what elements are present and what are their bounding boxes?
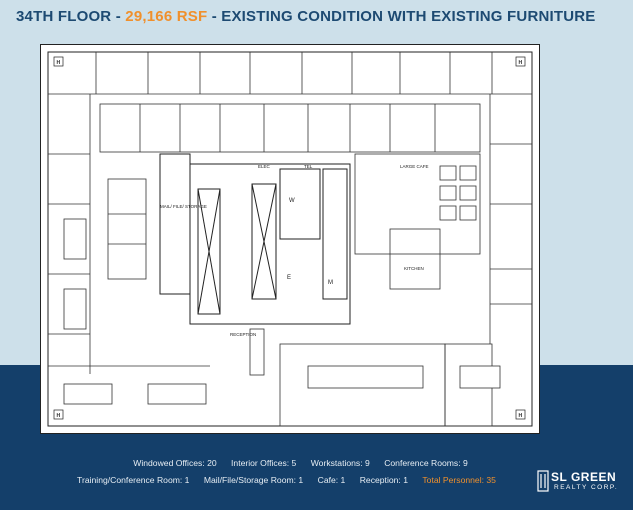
column-marker-label: H <box>57 60 61 66</box>
column-markers: H H H H <box>53 56 526 420</box>
cafe-area <box>354 153 481 290</box>
logo-mark-icon <box>537 470 549 492</box>
label-reception: RECEPTION <box>230 332 256 337</box>
label-mail-file-storage: MAIL/ FILE/ STORAGE <box>160 204 207 209</box>
column-marker-label: H <box>57 413 61 419</box>
north-offices <box>48 52 532 95</box>
floor-plan-drawing: H H H H MAIL/ FILE/ STORAGE LARGE CAFE K… <box>39 43 541 435</box>
title-condition: EXISTING CONDITION WITH EXISTING FURNITU… <box>221 8 596 25</box>
floor-plan: H H H H MAIL/ FILE/ STORAGE LARGE CAFE K… <box>39 43 541 435</box>
stat-mail-file-storage: Mail/File/Storage Room: 1 <box>203 475 304 485</box>
stat-training-conference: Training/Conference Room: 1 <box>77 475 190 485</box>
title-floor: 34TH FLOOR <box>16 8 112 25</box>
room-labels: MAIL/ FILE/ STORAGE LARGE CAFE KITCHEN R… <box>160 164 429 337</box>
stat-workstations: Workstations: 9 <box>310 458 370 468</box>
training-room <box>279 343 501 427</box>
column-marker-label: H <box>519 413 523 419</box>
label-kitchen: KITCHEN <box>404 266 424 271</box>
title-separator: - <box>111 8 126 25</box>
stat-reception: Reception: 1 <box>359 475 408 485</box>
south-conference <box>48 328 265 405</box>
column-marker-label: H <box>519 60 523 66</box>
logo-subtext: REALTY CORP. <box>554 484 619 491</box>
west-offices <box>48 94 147 374</box>
label-electrical: ELEC <box>258 164 271 169</box>
label-mens-restroom: M <box>328 280 333 286</box>
title-area: 29,166 RSF <box>125 8 208 25</box>
logo-text: SL GREEN <box>551 470 617 484</box>
stat-conference-rooms: Conference Rooms: 9 <box>384 458 468 468</box>
west-conference-tables <box>63 218 87 330</box>
page-title: 34TH FLOOR - 29,166 RSF - EXISTING CONDI… <box>16 8 596 25</box>
label-telecom: TEL <box>304 164 313 169</box>
stat-interior-offices: Interior Offices: 5 <box>231 458 297 468</box>
label-large-cafe: LARGE CAFE <box>400 164 429 169</box>
stat-windowed-offices: Windowed Offices: 20 <box>133 458 217 468</box>
title-separator: - <box>207 8 222 25</box>
east-offices <box>489 94 532 344</box>
stats-row-2: Training/Conference Room: 1 Mail/File/St… <box>0 475 603 485</box>
stat-cafe: Cafe: 1 <box>317 475 346 485</box>
building-core <box>159 153 351 325</box>
inner-north-offices <box>99 103 481 153</box>
stat-total-personnel: Total Personnel: 35 <box>422 475 496 485</box>
label-elevator: E <box>287 275 291 281</box>
label-womens-restroom: W <box>289 198 295 204</box>
stats-row-1: Windowed Offices: 20 Interior Offices: 5… <box>0 458 617 468</box>
